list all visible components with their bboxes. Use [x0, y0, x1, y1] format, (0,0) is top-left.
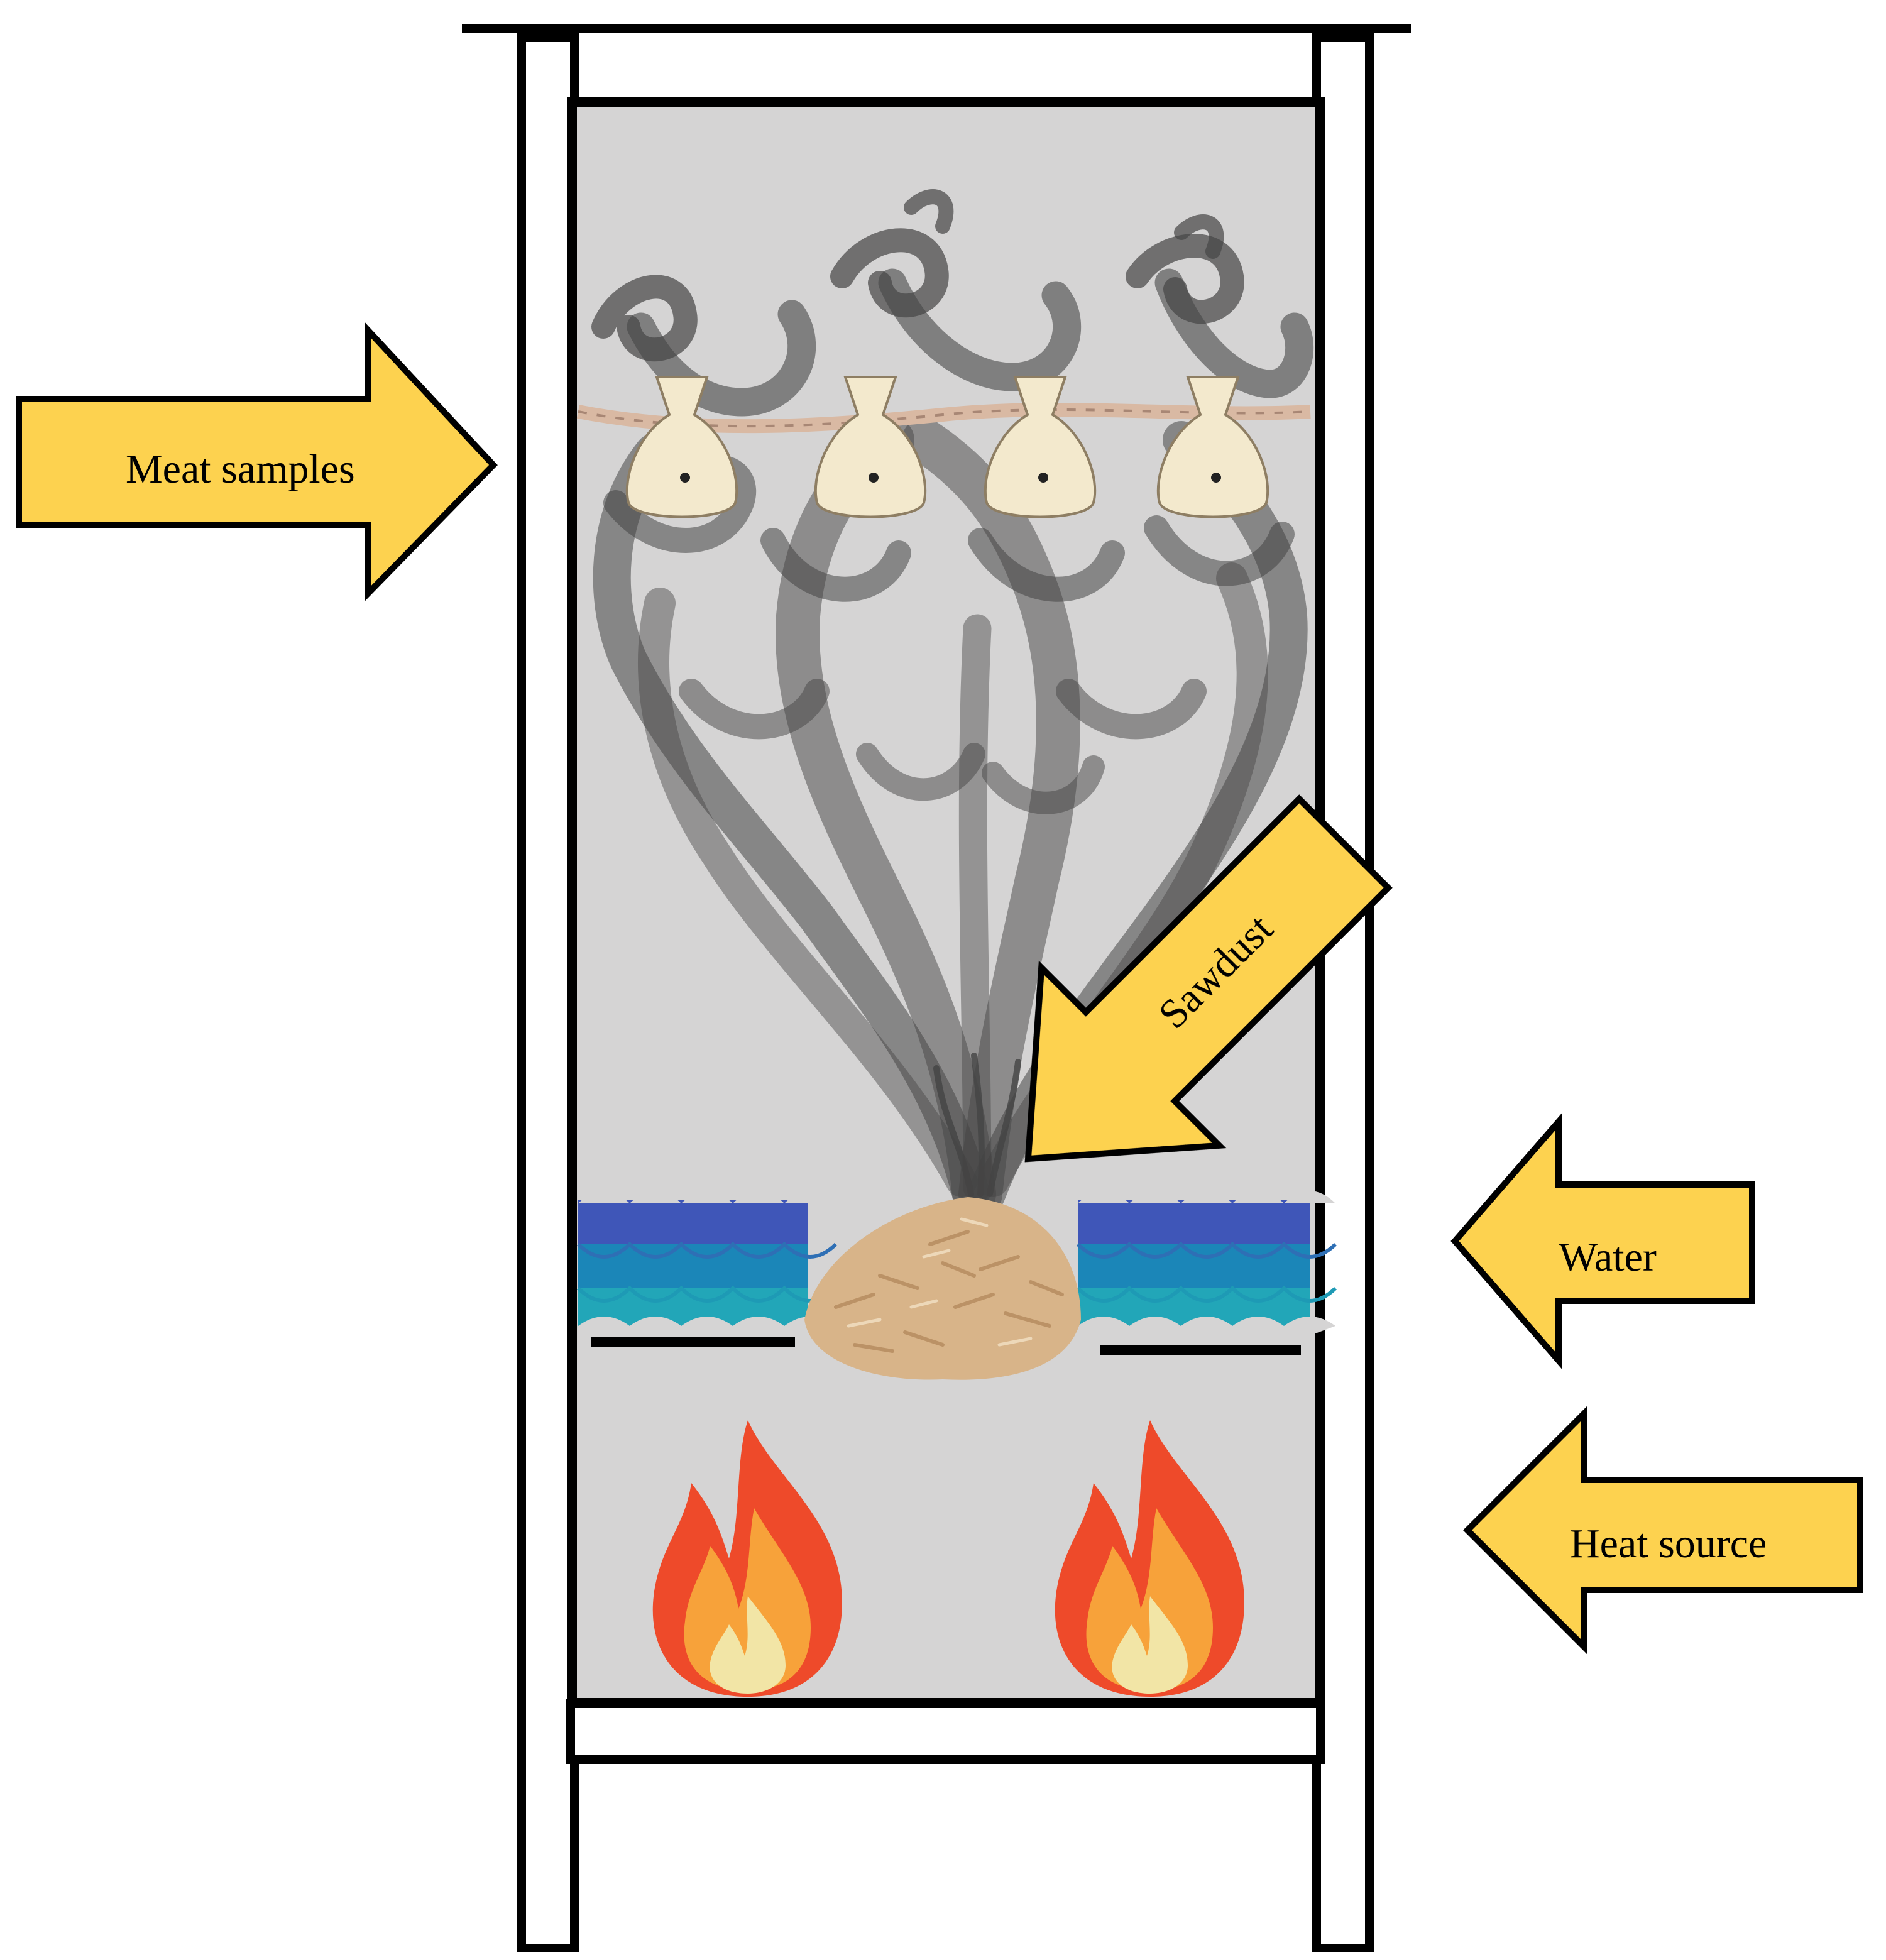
- meat-bag: [1156, 376, 1269, 518]
- sawdust-arrow: Sawdust: [1024, 794, 1393, 1163]
- meat-bags: [576, 376, 1311, 518]
- left-leg: [517, 33, 579, 1952]
- flame-left: [652, 1420, 842, 1697]
- flame-right: [1055, 1420, 1244, 1697]
- rope-twist: [578, 408, 1311, 428]
- heat-source-arrow: Heat source: [1462, 1406, 1863, 1655]
- tray-base: [591, 1337, 795, 1347]
- tray-base: [1100, 1345, 1301, 1355]
- meat-samples-label: Meat samples: [126, 446, 355, 492]
- sawdust-pile: [804, 1197, 1081, 1380]
- water-tray-right: [1076, 1191, 1337, 1355]
- water-arrow: Water: [1450, 1113, 1755, 1369]
- heat-source-label: Heat source: [1570, 1521, 1767, 1567]
- meat-bag: [814, 376, 927, 518]
- bottom-shelf: [566, 1699, 1325, 1764]
- water-label: Water: [1559, 1234, 1657, 1280]
- water-tray-left: [576, 1191, 838, 1347]
- meat-bag: [984, 376, 1097, 518]
- meat-samples-arrow: Meat samples: [16, 322, 498, 602]
- meat-bag: [625, 376, 738, 518]
